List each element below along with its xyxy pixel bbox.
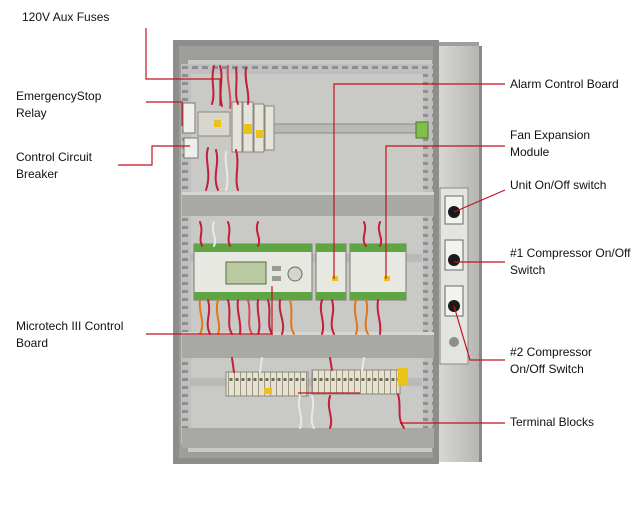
- terminal-wiring: [231, 357, 405, 429]
- label-estop-relay-line1: EmergencyStop: [16, 89, 102, 103]
- leader-ccb: [118, 145, 190, 166]
- wire-duct-1: [182, 192, 434, 216]
- wire-duct-2: [182, 332, 434, 358]
- controller-wiring: [198, 221, 383, 335]
- leader-fan-expansion: [385, 145, 505, 279]
- label-fan-expansion-line1: Fan Expansion: [510, 128, 591, 142]
- label-microtech-line2: Board: [16, 336, 49, 350]
- fan-expansion-module: [349, 243, 407, 301]
- controller-display: [225, 261, 267, 285]
- controller-knob: [287, 266, 303, 282]
- label-estop-relay-line2: Relay: [16, 106, 47, 120]
- cabinet-frame: [173, 40, 439, 464]
- top-perforated-rail: [190, 64, 424, 74]
- label-alarm-board: Alarm Control Board: [510, 77, 619, 91]
- label-terminal-blocks: Terminal Blocks: [510, 415, 595, 429]
- microtech-controller: [193, 243, 313, 301]
- label-comp2-line1: #2 Compressor: [510, 345, 593, 359]
- leader-aux-fuses: [145, 28, 221, 106]
- label-microtech-line1: Microtech III Control: [16, 319, 124, 333]
- label-ccb-line1: Control Circuit: [16, 150, 93, 164]
- terminal-blocks-right: [311, 369, 401, 395]
- left-perforated-rail: [181, 64, 191, 444]
- emergency-stop-relay: [182, 102, 196, 134]
- right-perforated-rail: [423, 64, 433, 444]
- ground-terminal: [415, 121, 429, 139]
- label-ccb-line2: Breaker: [16, 167, 59, 181]
- control-circuit-breaker: [183, 137, 199, 159]
- label-aux-fuses: 120V Aux Fuses: [22, 10, 110, 24]
- label-comp1-line2: Switch: [510, 263, 546, 277]
- leader-unit-switch: [453, 189, 506, 213]
- leader-alarm-board: [333, 83, 505, 279]
- pilot-light: [449, 337, 459, 347]
- top-wiring: [205, 65, 250, 191]
- wire-duct-3: [182, 428, 434, 448]
- leader-estop-relay: [146, 101, 183, 126]
- alarm-control-board-module: [315, 243, 347, 301]
- leader-lines: [118, 28, 506, 424]
- label-comp2-line2: On/Off Switch: [510, 362, 584, 376]
- label-comp1-line1: #1 Compressor On/Off: [510, 246, 631, 260]
- leader-comp2-switch: [453, 305, 505, 361]
- aux-fuse-blocks: [231, 101, 275, 153]
- label-unit-switch: Unit On/Off switch: [510, 178, 607, 192]
- label-fan-expansion-line2: Module: [510, 145, 550, 159]
